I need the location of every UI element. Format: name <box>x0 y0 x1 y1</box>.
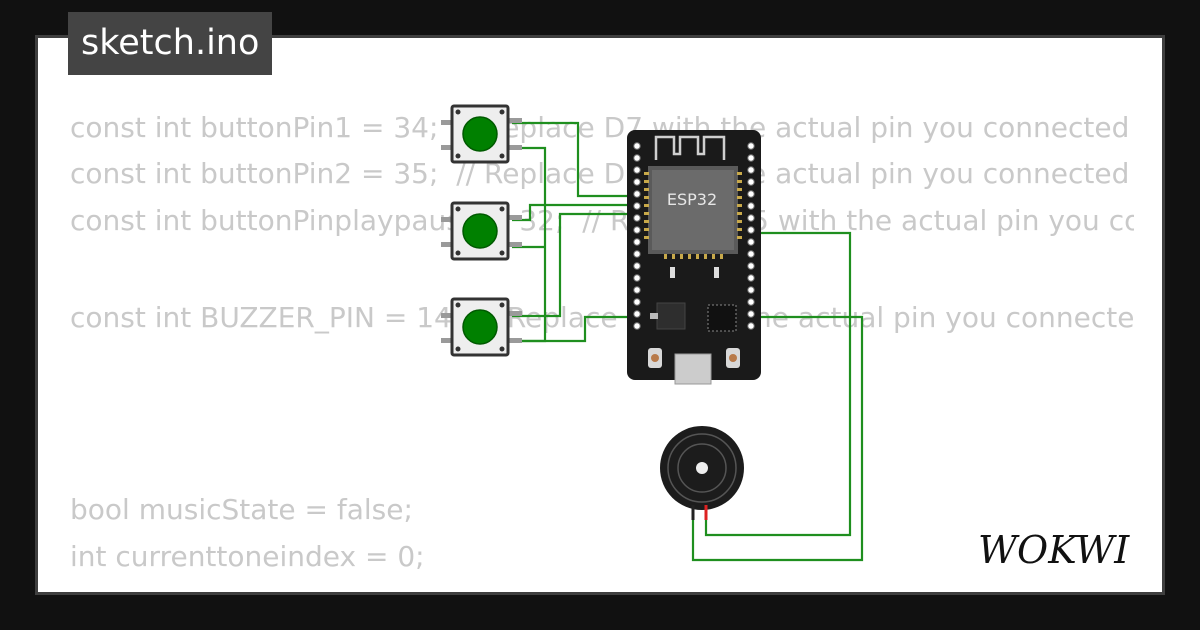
code-line: int tones[3] = {1000, 2000, 3000}; <box>70 584 568 592</box>
wire-button3-a <box>512 212 632 318</box>
pushbutton-3[interactable] <box>441 297 522 357</box>
wire-buzzer-a <box>704 231 852 537</box>
pushbutton-2[interactable] <box>441 201 522 261</box>
wire-button1-a <box>512 121 632 198</box>
esp32-board[interactable]: ESP32 <box>627 130 761 385</box>
wire-button2-a <box>512 203 632 222</box>
simulation-canvas[interactable]: const int buttonPin1 = 34; // Replace D7… <box>35 35 1165 595</box>
code-line: const int buttonPin1 = 34; // Replace D7… <box>70 111 1130 144</box>
buzzer[interactable] <box>660 426 744 520</box>
wires <box>512 121 864 562</box>
wire-buzzer-b <box>691 315 864 562</box>
code-line: bool musicState = false; <box>70 493 413 526</box>
board-label: ESP32 <box>667 190 717 209</box>
wire-button3-b <box>512 315 632 343</box>
wokwi-logo: WOKWI <box>978 528 1130 572</box>
code-line: int currenttoneindex = 0; <box>70 540 425 573</box>
code-preview: const int buttonPin1 = 34; // Replace D7… <box>70 38 1134 592</box>
pushbutton-1[interactable] <box>441 104 522 164</box>
file-tab[interactable]: sketch.ino <box>68 12 273 75</box>
brand-name: WOKWI <box>978 528 1130 572</box>
